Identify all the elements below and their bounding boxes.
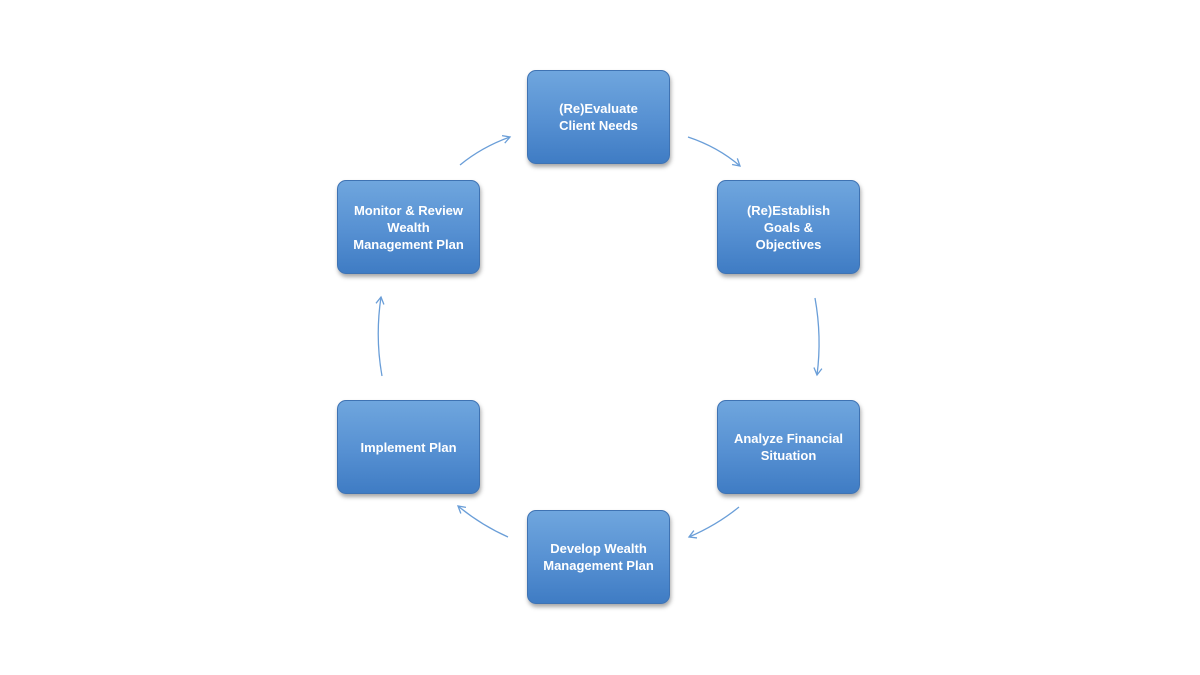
step-label: (Re)Establish Goals & Objectives [746, 202, 831, 252]
step-reevaluate-client-needs: (Re)Evaluate Client Needs [527, 70, 670, 164]
step-reestablish-goals: (Re)Establish Goals & Objectives [717, 180, 860, 274]
step-label: (Re)Evaluate Client Needs [559, 101, 638, 133]
step-label: Implement Plan [360, 439, 457, 455]
step-develop-plan: Develop Wealth Management Plan [527, 510, 670, 604]
step-label: Analyze Financial Situation [733, 431, 844, 463]
step-implement-plan: Implement Plan [337, 400, 480, 494]
arrow-n5-n6 [375, 295, 385, 377]
step-label: Develop Wealth Management Plan [543, 541, 654, 573]
arrow-n6-n1 [459, 134, 512, 166]
arrow-n2-n3 [813, 297, 823, 377]
step-label: Monitor & Review Wealth Management Plan [353, 202, 464, 252]
arrow-n4-n5 [456, 505, 509, 538]
step-monitor-review: Monitor & Review Wealth Management Plan [337, 180, 480, 274]
arrow-n3-n4 [687, 506, 740, 539]
step-analyze-financial-situation: Analyze Financial Situation [717, 400, 860, 494]
arrow-n1-n2 [687, 136, 741, 167]
